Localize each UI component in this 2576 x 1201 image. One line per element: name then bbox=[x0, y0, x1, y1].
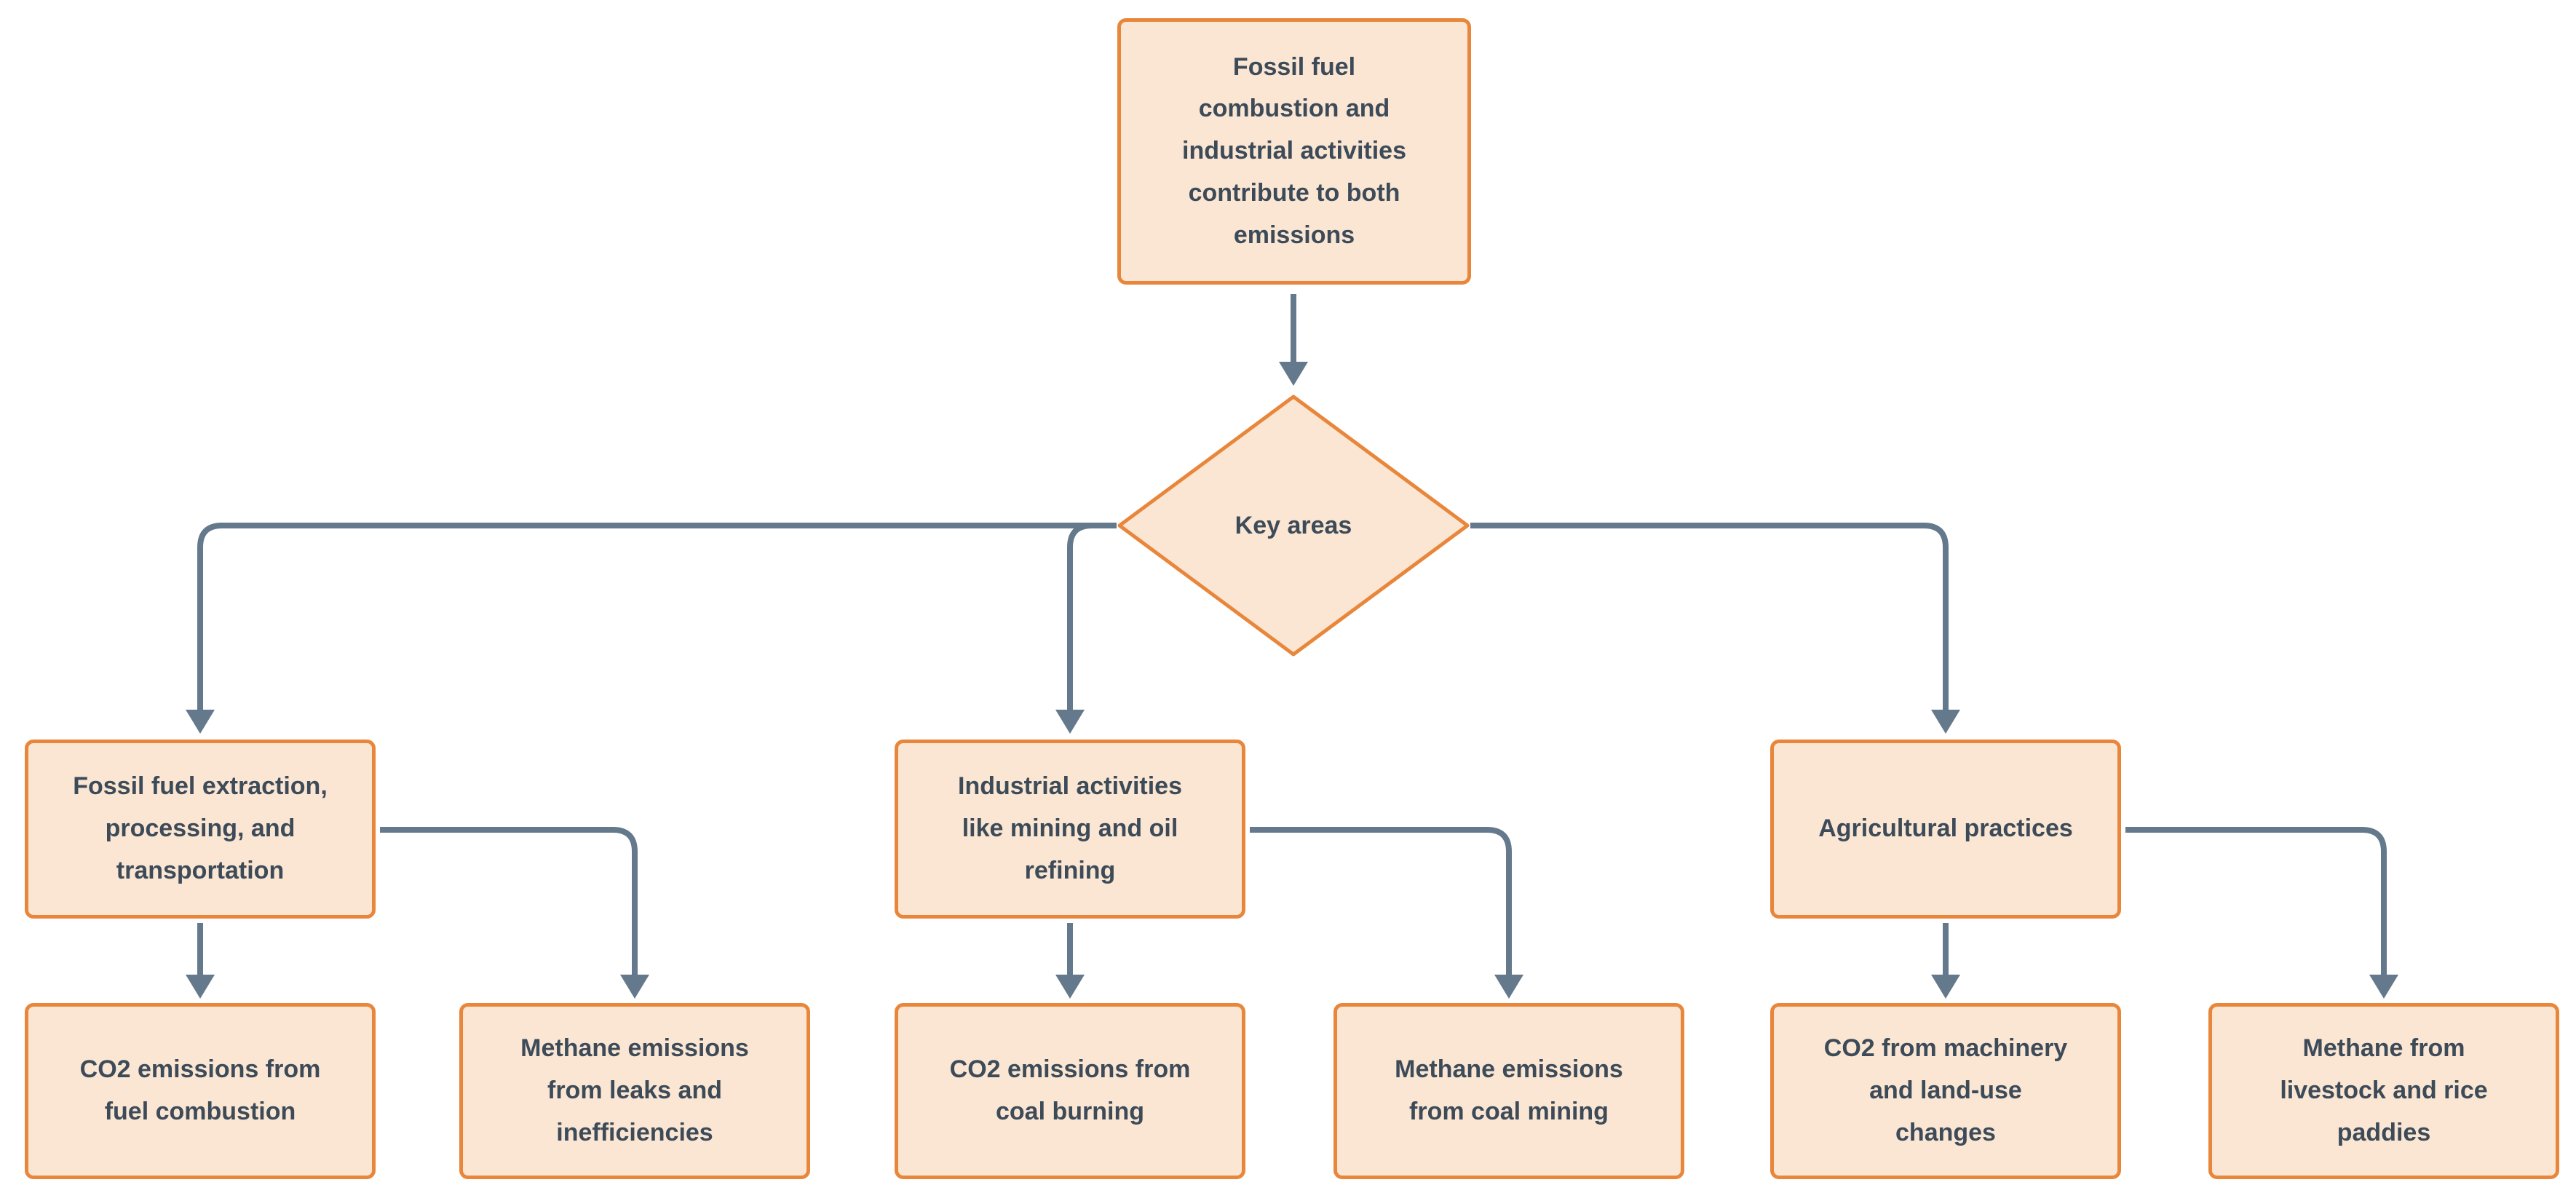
node-methane-livestock: Methane from livestock and rice paddies bbox=[2208, 1003, 2559, 1179]
node-co2-fuel-combustion-label: CO2 emissions from fuel combustion bbox=[79, 1055, 321, 1125]
node-area-agricultural-label: Agricultural practices bbox=[1818, 814, 2073, 843]
edge-agricultural-to-methane bbox=[2125, 827, 2398, 999]
node-methane-coal-mining-label: Methane emissions from coal mining bbox=[1395, 1055, 1623, 1125]
node-area-industrial-label: Industrial activities like mining and oi… bbox=[958, 772, 1182, 884]
node-methane-leaks: Methane emissions from leaks and ineffic… bbox=[459, 1003, 810, 1179]
node-area-agricultural: Agricultural practices bbox=[1770, 740, 2121, 919]
node-area-fossil-fuel-label: Fossil fuel extraction, processing, and … bbox=[73, 772, 328, 884]
diamond-shape-icon bbox=[1117, 395, 1470, 657]
edge-decision-to-fossil bbox=[186, 523, 1117, 734]
node-root-label: Fossil fuel combustion and industrial ac… bbox=[1182, 52, 1406, 249]
node-root: Fossil fuel combustion and industrial ac… bbox=[1117, 18, 1471, 285]
node-methane-coal-mining: Methane emissions from coal mining bbox=[1333, 1003, 1684, 1179]
node-co2-machinery-label: CO2 from machinery and land-use changes bbox=[1823, 1034, 2068, 1146]
node-co2-coal-burning: CO2 emissions from coal burning bbox=[895, 1003, 1245, 1179]
node-co2-machinery: CO2 from machinery and land-use changes bbox=[1770, 1003, 2121, 1179]
node-co2-fuel-combustion: CO2 emissions from fuel combustion bbox=[25, 1003, 376, 1179]
edge-decision-to-industrial bbox=[1055, 523, 1117, 734]
node-methane-livestock-label: Methane from livestock and rice paddies bbox=[2280, 1034, 2488, 1146]
node-area-fossil-fuel: Fossil fuel extraction, processing, and … bbox=[25, 740, 376, 919]
edge-decision-to-agricultural bbox=[1470, 523, 1960, 734]
edge-fossil-to-methane bbox=[380, 827, 649, 999]
node-area-industrial: Industrial activities like mining and oi… bbox=[895, 740, 1245, 919]
node-decision: Key areas bbox=[1117, 394, 1470, 657]
node-decision-label: Key areas bbox=[1235, 511, 1352, 539]
edge-industrial-to-methane bbox=[1250, 827, 1523, 999]
node-co2-coal-burning-label: CO2 emissions from coal burning bbox=[949, 1055, 1191, 1125]
node-methane-leaks-label: Methane emissions from leaks and ineffic… bbox=[520, 1034, 749, 1146]
